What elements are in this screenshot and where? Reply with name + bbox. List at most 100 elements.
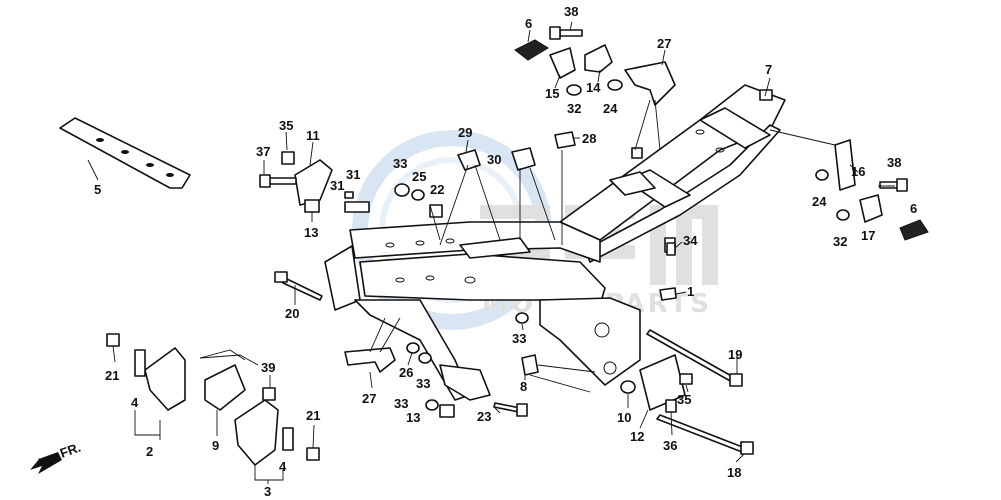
part-24-nut-left: [607, 79, 623, 91]
part-4-plug-upper: [134, 349, 146, 377]
callout-33-middle: 33: [512, 331, 526, 346]
part-14-bracket: [584, 44, 613, 73]
part-1-clip: [659, 287, 677, 301]
callout-3: 3: [264, 484, 271, 499]
callout-31-b: 31: [330, 178, 344, 193]
callout-21-right: 21: [306, 408, 320, 423]
callout-34: 34: [683, 233, 698, 248]
callout-6-right: 6: [910, 201, 917, 216]
frame-cross-brace: [459, 237, 531, 259]
callout-33-lower: 33: [416, 376, 430, 391]
part-23-bolt: [493, 402, 528, 417]
callout-32-top: 32: [567, 101, 581, 116]
callout-22: 22: [430, 182, 444, 197]
part-28-clip: [554, 131, 576, 149]
main-spar-right: [359, 253, 606, 306]
callout-33-upper: 33: [393, 156, 407, 171]
callout-6-top: 6: [525, 16, 532, 31]
callout-27-top: 27: [657, 36, 671, 51]
part-6-footpeg-rubber-left: [514, 39, 549, 61]
callout-5: 5: [94, 182, 101, 197]
callout-28: 28: [582, 131, 596, 146]
callout-36: 36: [663, 438, 677, 453]
part-25-nut: [411, 189, 425, 201]
part-13-collar-upper: [304, 199, 320, 213]
rear-subframe-crossmember: [699, 107, 771, 149]
callout-2: 2: [146, 444, 153, 459]
callout-15: 15: [545, 86, 559, 101]
part-19-long-bolt: [646, 329, 743, 387]
part-4-plug-lower: [282, 427, 294, 451]
frame-holes: [385, 129, 725, 284]
callout-20: 20: [285, 306, 299, 321]
part-6-footpeg-rubber-right: [899, 219, 929, 241]
callout-19: 19: [728, 347, 742, 362]
callout-4-left: 4: [131, 395, 139, 410]
callout-8: 8: [520, 379, 527, 394]
part-33-nut-bottom: [425, 399, 439, 411]
part-12-plate: [639, 354, 686, 411]
engine-mount-bracket: [439, 364, 491, 401]
part-35-bolt-upper-left: [281, 151, 295, 165]
part-10-collar: [620, 380, 636, 394]
callout-12: 12: [630, 429, 644, 444]
part-29-clamp: [457, 149, 481, 171]
callout-16: 16: [851, 164, 865, 179]
callout-37: 37: [256, 144, 270, 159]
main-spar-left: [349, 221, 601, 263]
part-30-clamp: [511, 147, 536, 171]
part-11-bracket: [294, 159, 333, 206]
part-33-nut-middle: [515, 312, 529, 324]
frame-tab-3: [759, 89, 773, 101]
callout-14: 14: [586, 80, 601, 95]
callout-1: 1: [687, 284, 694, 299]
callout-29: 29: [458, 125, 472, 140]
part-39-bolt: [262, 387, 276, 401]
callout-38-right: 38: [887, 155, 901, 170]
part-17-footpeg-holder-right: [859, 194, 883, 223]
part-33-nut-upper: [394, 183, 410, 197]
seat-rail-bracket: [609, 171, 656, 196]
part-27-strap-lower: [344, 347, 396, 373]
arrow-down-left-icon: [30, 452, 62, 474]
part-36-bolt: [665, 399, 677, 413]
part-34-bolt: [666, 242, 676, 256]
callout-26: 26: [399, 365, 413, 380]
callout-4-right: 4: [279, 459, 287, 474]
part-21-bolt-lower: [306, 447, 320, 461]
part-5-heat-guard: [59, 117, 191, 189]
callout-32-right: 32: [833, 234, 847, 249]
part-20-bolt: [274, 271, 323, 301]
main-frame: [324, 84, 786, 401]
front-direction-indicator: FR.: [30, 440, 83, 474]
part-33-nut-lower: [418, 352, 432, 364]
part-18-long-bolt: [656, 414, 754, 455]
part-9-bracket: [204, 364, 246, 411]
pivot-hole-upper: [594, 322, 610, 338]
part-35-bolt-right: [679, 373, 693, 385]
callout-7: 7: [765, 62, 772, 77]
callout-13-upper: 13: [304, 225, 318, 240]
part-24-nut-right: [815, 169, 829, 181]
callout-24-right: 24: [812, 194, 827, 209]
callout-21-left: 21: [105, 368, 119, 383]
callout-9: 9: [212, 438, 219, 453]
part-37-bolt: [259, 174, 297, 188]
callout-10: 10: [617, 410, 631, 425]
callout-23: 23: [477, 409, 491, 424]
callout-18: 18: [727, 465, 741, 480]
callout-24-top: 24: [603, 101, 618, 116]
direction-label: FR.: [58, 440, 83, 461]
pivot-hole-lower: [603, 361, 617, 375]
part-21-bolt-upper: [106, 333, 120, 347]
part-32-nut-right: [836, 209, 850, 221]
frame-tab-2: [631, 147, 643, 159]
part-13-collar-lower: [439, 404, 455, 418]
callout-11: 11: [306, 128, 320, 143]
callout-13-lower: 13: [406, 410, 420, 425]
leader-lines: [87, 21, 895, 484]
part-2-guard: [144, 347, 186, 411]
callout-17: 17: [861, 228, 875, 243]
